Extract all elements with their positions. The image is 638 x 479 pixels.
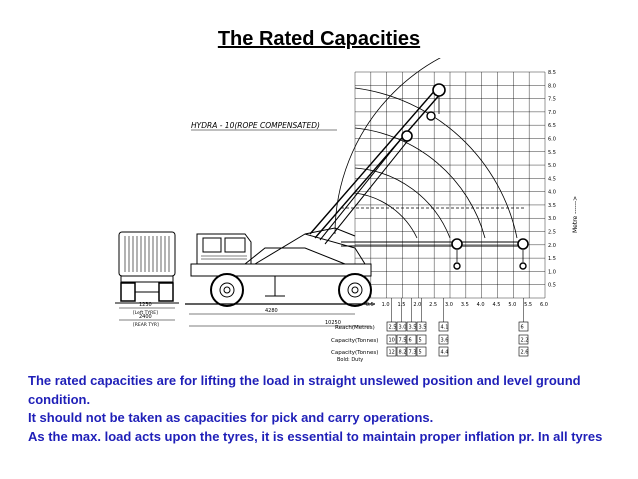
reach-tick-label: 6.0	[540, 302, 548, 308]
crane-capacity-drawing: HYDRA - 10(ROPE COMPENSATED)	[115, 58, 579, 363]
height-tick-label: 4.0	[548, 190, 556, 196]
crane-boom	[309, 83, 529, 270]
capacity-table: Reach(Metres) Capacity(Tonnes) Capacity(…	[331, 298, 528, 363]
height-tick-label: 7.0	[548, 110, 556, 116]
dim-left-tyre: [Left TYRE]	[133, 310, 158, 316]
reach-tick-label: 1.0	[382, 302, 390, 308]
table-cell	[406, 346, 417, 357]
dim-4280: 4280	[265, 308, 278, 314]
table-cell-value: 2.6	[521, 350, 529, 356]
note-2: It should not be taken as capacities for…	[28, 410, 434, 425]
model-label: HYDRA - 10(ROPE COMPENSATED)	[191, 121, 320, 130]
height-tick-label: 4.5	[548, 176, 556, 182]
height-tick-label: 5.0	[548, 163, 556, 169]
height-tick-label: 3.5	[548, 203, 556, 209]
reach-tick-label: 5.5	[524, 302, 532, 308]
reach-tick-label: 2.0	[413, 302, 421, 308]
arc-mid	[354, 127, 486, 239]
reach-height-grid	[354, 71, 546, 299]
crane-rear-view	[115, 231, 179, 304]
table-cell-value: 10	[389, 338, 395, 344]
reach-tick-label: 3.5	[461, 302, 469, 308]
arc-outer	[334, 58, 442, 235]
reach-tick-label: 3.0	[445, 302, 453, 308]
duty-note: Bold: Duty	[337, 357, 363, 363]
table-cell	[438, 346, 449, 357]
table-cell-value: 6	[409, 338, 412, 344]
table-cell-value: 3.0	[399, 325, 407, 331]
table-cell-value: 4.4	[441, 350, 449, 356]
boom-reach-arcs	[334, 58, 518, 239]
note-1: The rated capacities are for lifting the…	[28, 373, 581, 407]
height-tick-label: 1.0	[548, 269, 556, 275]
arc-outer-2	[354, 87, 518, 239]
table-cell-value: 6	[521, 325, 524, 331]
table-cell-value: 2.5	[389, 325, 397, 331]
note-3: As the max. load acts upon the tyres, it…	[28, 428, 603, 444]
table-cell-value: 5	[419, 350, 422, 356]
capacity-row-label: Capacity(Tonnes)	[331, 338, 378, 344]
reach-tick-label: 0.5	[366, 302, 374, 308]
dim-2400: 2400	[139, 314, 152, 320]
table-cell-value: 7.5	[399, 338, 407, 344]
table-cell-value: 5	[419, 338, 422, 344]
table-cell	[518, 334, 529, 345]
reach-tick-label: 4.5	[493, 302, 501, 308]
reach-tick-label: 5.0	[508, 302, 516, 308]
reach-tick-label: 2.5	[429, 302, 437, 308]
table-cell	[386, 334, 397, 345]
height-tick-label: 7.5	[548, 97, 556, 103]
height-axis-ticks: 8.5 8.0 7.5 7.0 6.5 6.0 5.5 5.0 4.5 4.0 3.5 3.0 2.5 2…	[548, 70, 556, 289]
height-tick-label: 8.0	[548, 83, 556, 89]
height-tick-label: 6.5	[548, 123, 556, 129]
height-tick-label: 3.0	[548, 216, 556, 222]
table-cell	[386, 346, 397, 357]
height-tick-label: 2.0	[548, 243, 556, 249]
height-tick-label: 2.5	[548, 230, 556, 236]
table-cell-value: 3.5	[409, 325, 417, 331]
dim-10250: 10250	[325, 320, 341, 326]
reach-tick-label: 4.0	[477, 302, 485, 308]
table-cell	[416, 346, 427, 357]
height-tick-label: 6.0	[548, 136, 556, 142]
table-cell-value: 4.1	[441, 325, 449, 331]
table-cell	[438, 334, 449, 345]
table-cell-value: 2.2	[521, 338, 529, 344]
dimension-lines	[119, 307, 371, 327]
table-cell-value: 12	[389, 350, 395, 356]
dim-rear-tyre: [REAR TYR]	[133, 322, 159, 328]
height-tick-label: 0.5	[548, 283, 556, 289]
table-cell	[396, 346, 407, 357]
arc-inner	[354, 167, 451, 239]
dim-1230: 1230	[139, 302, 152, 308]
arc-inner-2	[354, 192, 418, 239]
crane-side-view	[185, 227, 375, 307]
table-cell-value: 8.2	[399, 350, 407, 356]
table-cell	[416, 334, 427, 345]
table-cell-value: 3.5	[419, 325, 427, 331]
height-tick-label: 1.5	[548, 256, 556, 262]
table-cell	[518, 346, 529, 357]
metre-axis-label: Metre ------>	[572, 196, 579, 233]
height-tick-label: 8.5	[548, 70, 556, 76]
reach-row-label: Reach(Metres)	[335, 325, 375, 331]
table-cell-value: 3.6	[441, 338, 449, 344]
capacity2-row-label: Capacity(Tonnes)	[331, 350, 378, 356]
height-tick-label: 5.5	[548, 150, 556, 156]
table-cell	[406, 334, 417, 345]
capacity-notes: The rated capacities are for lifting the…	[28, 372, 628, 446]
table-cell-value: 7.3	[409, 350, 417, 356]
page-title: The Rated Capacities	[217, 28, 421, 50]
table-cell	[396, 334, 407, 345]
